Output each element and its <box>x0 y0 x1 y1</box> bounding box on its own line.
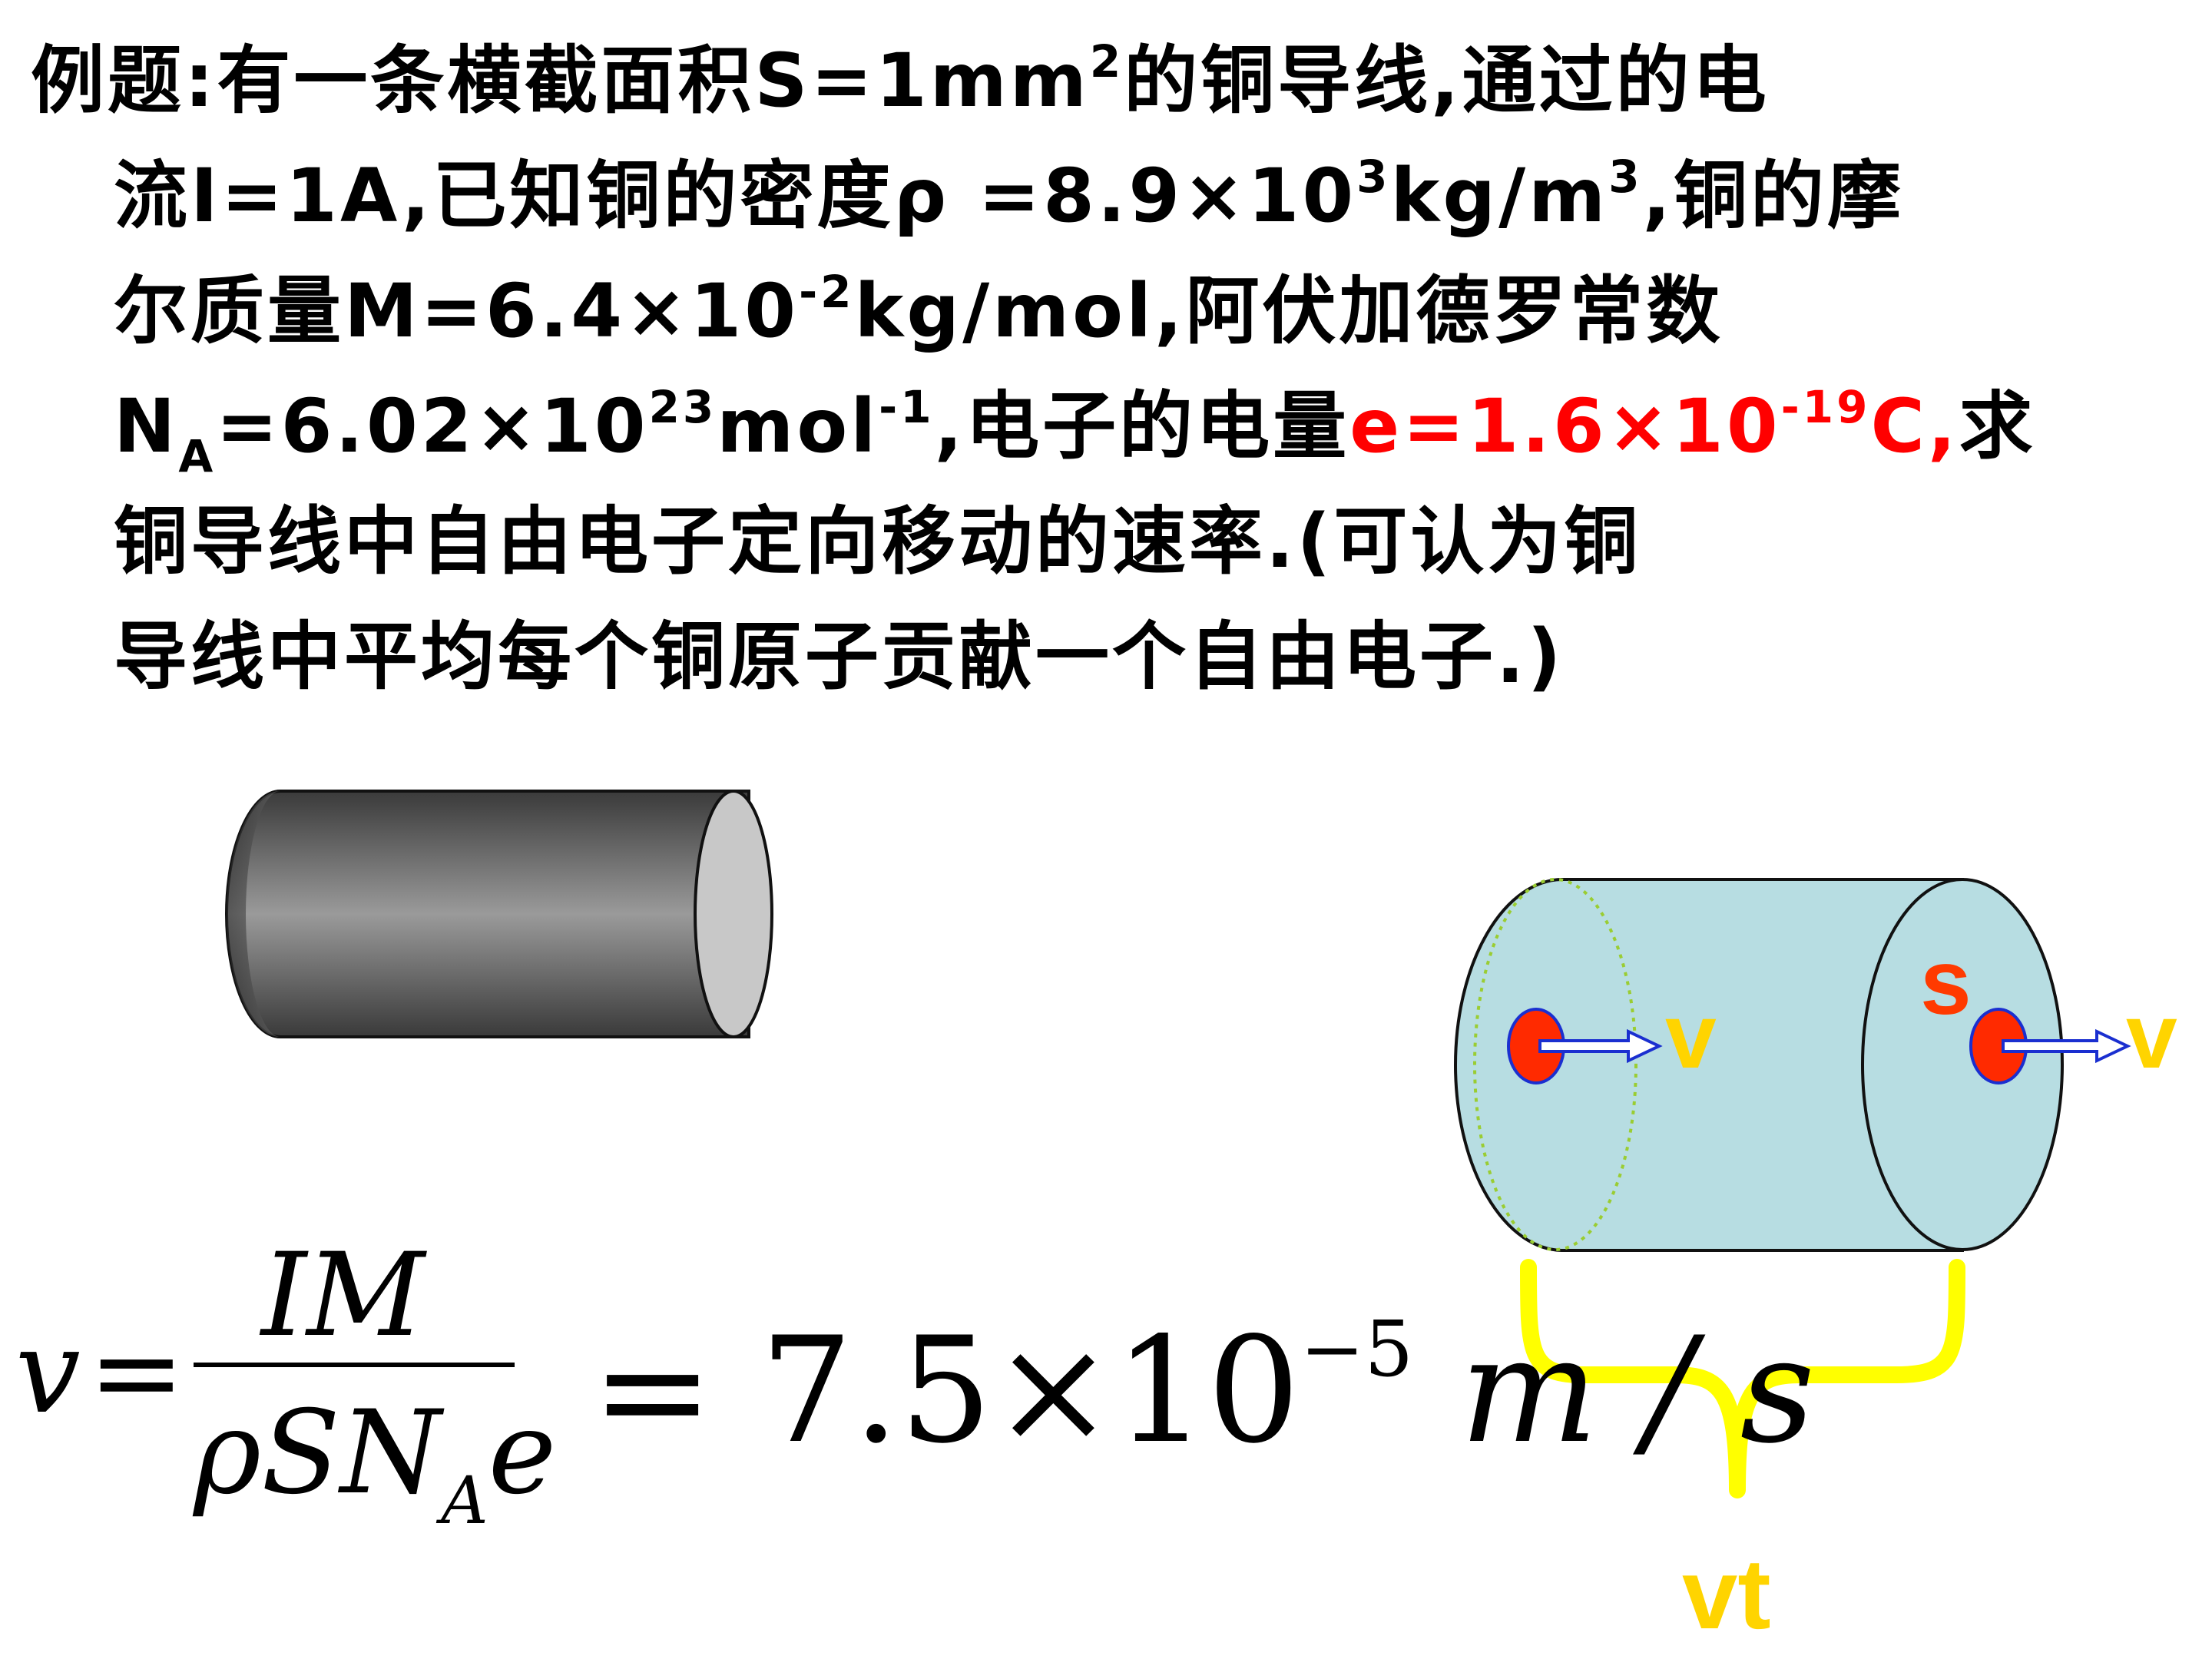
segment-body <box>1454 878 1964 1252</box>
label-s: s <box>1920 931 1972 1034</box>
problem-line-1: 例题:有一条横截面积S=1mm2的铜导线,通过的电 <box>31 35 1770 124</box>
problem-text: 例题:有一条横截面积S=1mm2的铜导线,通过的电 流I=1A,已知铜的密度ρ … <box>31 23 2197 714</box>
label-v1: v <box>1665 985 1717 1088</box>
label-v2: v <box>2126 985 2177 1088</box>
segment-right-face <box>1861 878 2064 1251</box>
problem-line-6: 导线中平均每个铜原子贡献一个自由电子.) <box>114 614 1565 700</box>
velocity-arrow-1 <box>1538 1028 1663 1064</box>
problem-line-2: 流I=1A,已知铜的密度ρ =8.9×103kg/m3,铜的摩 <box>114 151 1905 239</box>
rod-left-end <box>227 791 280 1037</box>
problem-line-4: NA=6.02×1023mol-1,电子的电量e=1.6×10-19C,求 <box>114 381 2036 482</box>
formula-result: = 7.5×10−5 m / s <box>591 1304 1816 1475</box>
label-vt: vt <box>1682 1538 1771 1650</box>
formula-denominator: ρSNAe <box>194 1386 557 1539</box>
formula-equals: = <box>88 1306 185 1439</box>
fraction-bar <box>194 1363 515 1367</box>
copper-wire-rod <box>225 790 773 1038</box>
formula-lhs: v <box>15 1306 81 1439</box>
segment-left-face-dotted <box>1473 878 1637 1251</box>
velocity-formula: v = IM ρSNAe = 7.5×10−5 m / s <box>15 1229 1815 1539</box>
electron-charge: e=1.6×10-19C, <box>1349 381 1959 469</box>
wire-segment-cylinder: v v s <box>1454 878 2177 1252</box>
formula-numerator: IM <box>261 1229 425 1363</box>
rod-body <box>225 790 750 1038</box>
rod-cap <box>694 790 773 1038</box>
velocity-arrow-2 <box>2002 1028 2131 1064</box>
length-brace <box>1520 1259 1965 1498</box>
problem-line-3: 尔质量M=6.4×10-2kg/mol,阿伏加德罗常数 <box>114 266 1724 354</box>
problem-line-5: 铜导线中自由电子定向移动的速率.(可认为铜 <box>114 498 1641 584</box>
